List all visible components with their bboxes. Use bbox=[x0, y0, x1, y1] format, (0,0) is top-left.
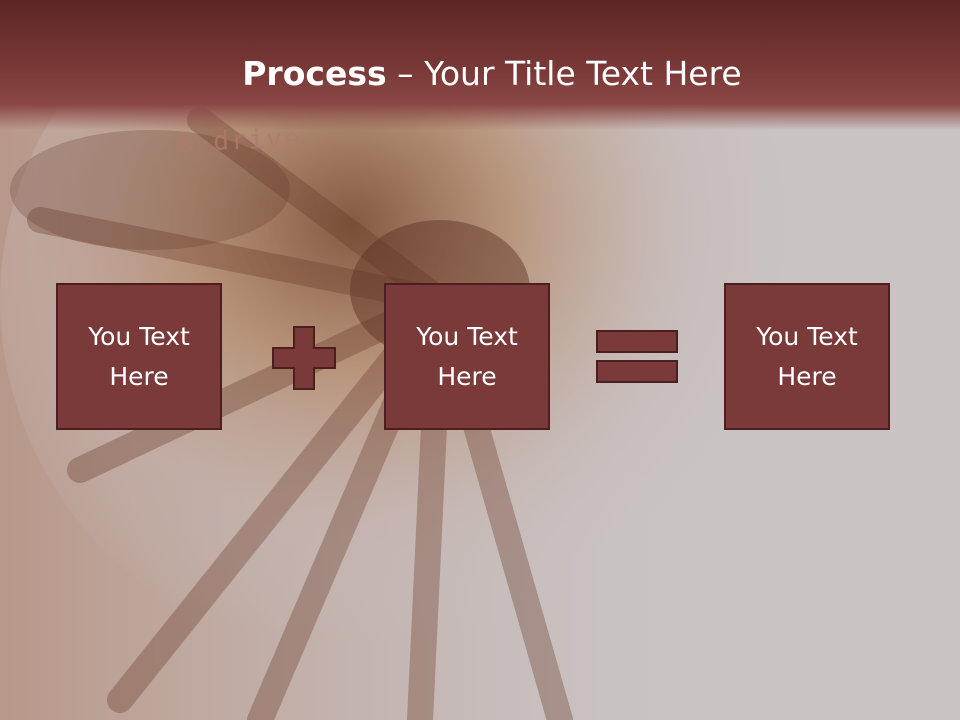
process-box-1[interactable]: You Text Here bbox=[56, 283, 222, 430]
slide-title: Process – Your Title Text Here bbox=[0, 52, 960, 96]
process-box-3-text: You Text Here bbox=[756, 321, 858, 391]
process-box-2-text: You Text Here bbox=[416, 321, 518, 391]
plus-icon bbox=[272, 326, 336, 390]
process-box-2[interactable]: You Text Here bbox=[384, 283, 550, 430]
title-banner bbox=[0, 0, 960, 130]
title-bold: Process bbox=[242, 54, 387, 93]
title-rest: – Your Title Text Here bbox=[386, 54, 742, 93]
process-box-1-text: You Text Here bbox=[88, 321, 190, 391]
background-watermark-text: & drive bbox=[177, 123, 303, 159]
process-box-3[interactable]: You Text Here bbox=[724, 283, 890, 430]
equals-icon bbox=[596, 330, 678, 383]
